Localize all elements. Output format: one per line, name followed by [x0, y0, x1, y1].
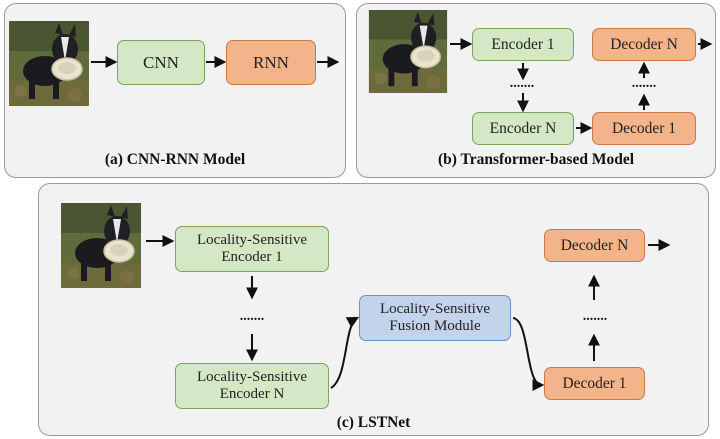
transformer-encoder-n: Encoder N	[472, 112, 574, 145]
fusion-line2: Fusion Module	[389, 318, 481, 334]
ls-encoder-1-line1: Locality-Sensitive	[197, 231, 307, 248]
transformer-decoder-n: Decoder N	[592, 28, 696, 61]
lstnet-decoder-1: Decoder 1	[544, 367, 645, 400]
ls-encoder-n-line1: Locality-Sensitive	[197, 368, 307, 385]
decoder-1-label: Decoder 1	[611, 119, 677, 137]
transformer-decoder-1: Decoder 1	[592, 112, 696, 145]
ls-encoder-1: Locality-Sensitive Encoder 1	[175, 226, 329, 272]
cnn-box: CNN	[117, 40, 205, 85]
cnn-label: CNN	[143, 52, 179, 72]
fusion-line1: Locality-Sensitive	[380, 300, 490, 317]
ellipsis: .......	[631, 76, 657, 91]
arrow	[330, 316, 360, 389]
transformer-encoder-1: Encoder 1	[472, 28, 574, 61]
ellipsis: .......	[239, 309, 265, 324]
decoder-n-label: Decoder N	[610, 35, 678, 53]
ls-encoder-n-line2: Encoder N	[219, 386, 285, 402]
encoder-1-label: Encoder 1	[491, 35, 555, 53]
panel-b-caption: (b) Transformer-based Model	[437, 151, 635, 168]
ls-fusion-module: Locality-Sensitive Fusion Module	[359, 295, 511, 341]
panel-a-caption: (a) CNN-RNN Model	[104, 151, 246, 168]
lstnet-decoder-n-label: Decoder N	[560, 236, 629, 254]
lstnet-decoder-n: Decoder N	[544, 229, 645, 262]
lstnet-decoder-1-label: Decoder 1	[562, 374, 627, 392]
ls-encoder-n: Locality-Sensitive Encoder N	[175, 363, 329, 409]
rnn-box: RNN	[226, 40, 316, 85]
encoder-n-label: Encoder N	[489, 119, 557, 137]
panel-c-caption: (c) LSTNet	[336, 414, 411, 431]
ls-encoder-1-line2: Encoder 1	[221, 249, 283, 265]
ellipsis: .......	[582, 309, 608, 324]
arrow	[512, 317, 545, 391]
rnn-label: RNN	[253, 52, 289, 72]
